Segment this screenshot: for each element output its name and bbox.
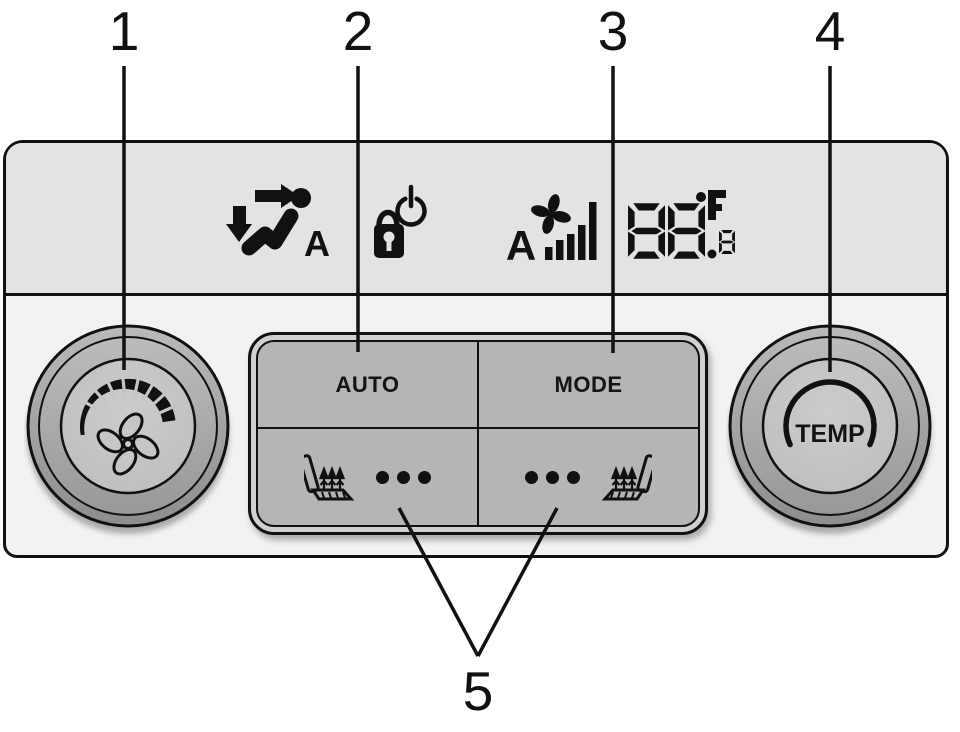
button-cluster-inner: AUTO MODE xyxy=(256,340,700,527)
seat-heat-left-level-dots xyxy=(376,470,431,484)
fan-speed-arc xyxy=(79,378,176,436)
button-cluster: AUTO MODE xyxy=(248,332,708,535)
callout-2-label: 2 xyxy=(342,0,374,62)
auto-button-label: AUTO xyxy=(335,371,400,397)
level-dot xyxy=(418,470,431,484)
seat-heat-left-button[interactable] xyxy=(258,429,477,525)
fan-speed-arc-gaps xyxy=(82,375,177,417)
status-display: A A xyxy=(6,143,946,296)
lock-power-icon xyxy=(374,184,427,258)
level-dot xyxy=(567,470,580,484)
seat-heat-right-level-dots xyxy=(525,470,580,484)
keyhole-stem xyxy=(386,240,392,251)
heated-seat-right-icon xyxy=(601,454,652,501)
callout-4-label: 4 xyxy=(814,0,846,62)
fan-auto-label: A xyxy=(506,222,536,265)
level-dot xyxy=(546,470,559,484)
keyhole xyxy=(383,231,395,243)
person-body xyxy=(241,208,299,256)
temp-arc xyxy=(783,379,877,448)
mode-button-label: MODE xyxy=(554,371,623,397)
right-arrow-head xyxy=(281,184,299,208)
temp-digit-ones xyxy=(668,203,705,259)
decimal-point xyxy=(707,249,717,259)
callout-3-label: 3 xyxy=(597,0,629,62)
temperature-knob[interactable]: TEMP xyxy=(726,320,936,540)
mode-button[interactable]: MODE xyxy=(479,342,698,427)
callout-1-label: 1 xyxy=(108,0,140,62)
lock-shackle xyxy=(376,209,400,227)
down-arrow-head xyxy=(226,224,252,242)
level-dot xyxy=(525,470,538,484)
down-arrow-icon xyxy=(233,206,246,226)
callout-5-label: 5 xyxy=(462,660,494,722)
fan-icon xyxy=(531,194,571,234)
heated-seat-left-icon xyxy=(304,454,355,501)
level-dot xyxy=(376,470,389,484)
fan-icon xyxy=(96,412,160,476)
degree-icon xyxy=(696,192,706,202)
fan-speed-knob[interactable] xyxy=(24,320,234,540)
air-distribution-auto-label: A xyxy=(304,223,330,260)
auto-button[interactable]: AUTO xyxy=(258,342,477,427)
temp-digit-decimal xyxy=(719,230,735,254)
right-arrow-icon xyxy=(255,190,283,202)
level-dot xyxy=(397,470,410,484)
fan-speed-bars xyxy=(545,202,597,260)
climate-control-panel: A A xyxy=(3,140,949,558)
seat-heat-right-button[interactable] xyxy=(479,429,698,525)
temp-digit-tens xyxy=(628,203,665,259)
temperature-display xyxy=(628,190,735,259)
fan-speed-indicator: A xyxy=(506,194,597,265)
unit-letter-f xyxy=(708,190,726,220)
temp-knob-label: TEMP xyxy=(795,420,864,448)
air-distribution-auto-icon: A xyxy=(226,184,330,260)
power-symbol-icon xyxy=(395,196,427,227)
person-head xyxy=(291,188,311,208)
